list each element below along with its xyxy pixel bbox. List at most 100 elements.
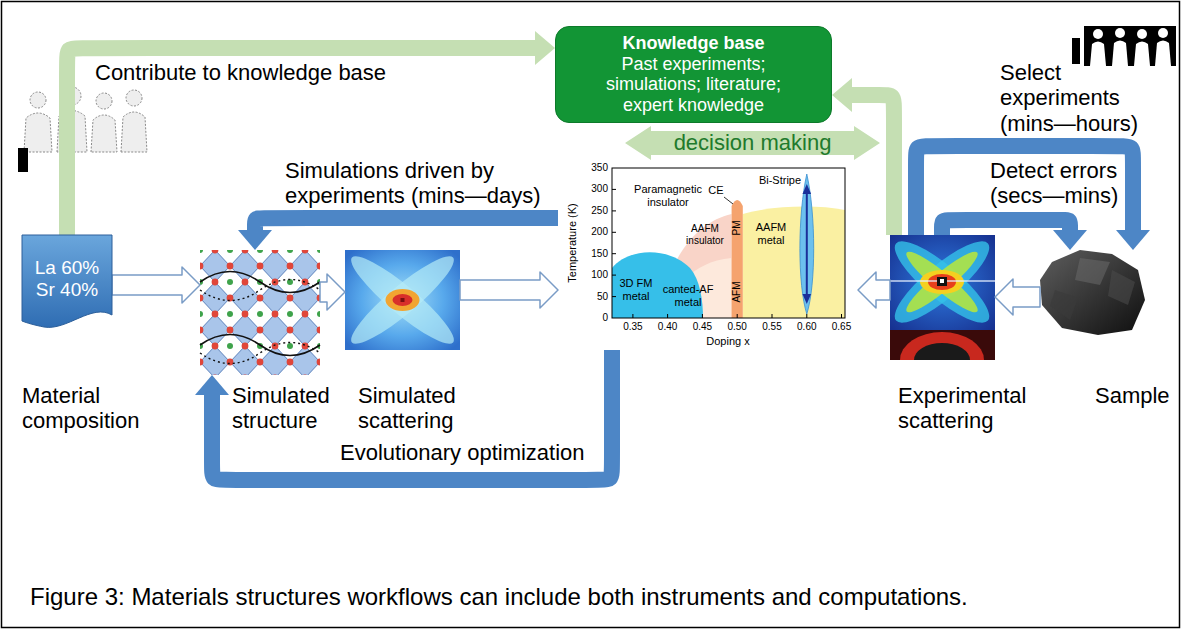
measured-pattern [890, 235, 995, 330]
crystal-structure [200, 280, 320, 301]
measured-pattern [900, 332, 984, 360]
crystal-structure [200, 250, 320, 375]
arrow-label: decision making [674, 130, 832, 155]
feedback-arrow [942, 220, 1070, 235]
axis-tick: 0.50 [727, 321, 746, 333]
flow-arrow [112, 267, 200, 303]
measured-pattern [901, 246, 983, 319]
region-label: Paramagnetic insulator [631, 183, 705, 208]
phase-chart [612, 232, 616, 233]
measured-pattern [914, 343, 970, 360]
knowledge-box: Knowledge basePast experiments; simulati… [555, 26, 832, 123]
feedback-arrow [916, 146, 1133, 235]
people-sketch [91, 115, 117, 152]
crystal-structure [200, 335, 320, 356]
arrow-label: Detect errors (secs—mins) [990, 158, 1130, 209]
flow-arrow [460, 272, 558, 308]
measured-pattern [940, 279, 944, 283]
sample-rock [1050, 290, 1078, 320]
axis-tick: 0.65 [832, 321, 851, 333]
measured-pattern [928, 274, 956, 290]
phase-chart [612, 253, 616, 254]
phase-chart [841, 314, 842, 318]
flow-arrow [460, 272, 558, 308]
region-label: AAFM metal [750, 221, 792, 246]
axis-tick: 200 [591, 227, 608, 239]
region-label: PM [731, 221, 743, 236]
phase-chart [612, 275, 616, 276]
decision-arrow [625, 126, 880, 160]
people-sketch [24, 87, 147, 152]
axis-tick: 100 [591, 269, 608, 281]
measured-pattern [937, 277, 947, 286]
region-label: 3D FM metal [616, 277, 656, 302]
axis-tick: 0.60 [797, 321, 816, 333]
measured-pattern [890, 235, 995, 330]
phase-chart [702, 314, 703, 318]
axis-tick: 350 [591, 162, 608, 174]
feedback-arrow-head [238, 230, 272, 250]
phase-chart [612, 189, 842, 318]
box-heading: Knowledge base [622, 33, 764, 54]
contribute-arrow-head [535, 31, 555, 65]
document-shape [22, 235, 112, 327]
region-label: AFM [731, 281, 743, 302]
phase-chart [732, 200, 743, 318]
phase-diagram: Paramagnetic insulatorCEBi-StripePMAAFM … [558, 160, 858, 350]
flow-arrow [995, 279, 1040, 315]
people-silhouette [1137, 29, 1147, 39]
experiment-image: Experimental scattering [890, 235, 995, 360]
flow-arrow [995, 279, 1040, 315]
flow-arrow [858, 272, 890, 308]
box-body: Past experiments; simulations; literatur… [589, 54, 799, 116]
axis-title: Doping x [706, 335, 749, 348]
phase-chart [743, 207, 845, 318]
people-sketch [96, 93, 112, 109]
structure-image: Simulated structure [200, 250, 320, 375]
feedback-arrow [238, 218, 558, 250]
region-label: CE [708, 184, 723, 197]
feedback-arrow-head [1116, 230, 1150, 250]
axis-tick: 300 [591, 184, 608, 196]
phase-chart [612, 168, 845, 318]
simulated-pattern [345, 250, 460, 350]
phase-chart [612, 189, 616, 190]
sample-rock [1075, 258, 1110, 285]
arrow-label: Simulations driven by experiments (mins—… [285, 158, 575, 209]
contribute-arrow-head [832, 78, 852, 112]
axis-tick: 250 [591, 205, 608, 217]
figure-caption: Figure 3: Materials structures workflows… [30, 583, 968, 611]
people-sketch [30, 92, 46, 108]
axis-tick: 0.45 [693, 321, 712, 333]
sample-rock [1040, 250, 1145, 335]
axis-tick: 150 [591, 248, 608, 260]
simulated-pattern [345, 250, 460, 350]
phase-chart [803, 184, 812, 194]
simulated-pattern [386, 289, 420, 311]
phase-chart [772, 314, 773, 318]
flow-arrow [320, 274, 345, 310]
phase-chart [803, 294, 812, 304]
phase-chart [800, 174, 814, 314]
people-silhouette [1090, 42, 1106, 67]
phase-chart [806, 314, 807, 318]
axis-tick: 0 [602, 312, 608, 324]
phase-chart [667, 314, 668, 318]
arrow-label: Contribute to knowledge base [95, 60, 386, 85]
simulated-pattern [401, 298, 405, 302]
flow-arrow [858, 272, 890, 308]
feedback-arrow-head [195, 375, 229, 395]
feedback-arrow [212, 350, 612, 480]
people-sketch [126, 90, 142, 106]
phase-chart [806, 190, 808, 298]
measured-pattern [885, 230, 999, 360]
axis-tick: 0.40 [658, 321, 677, 333]
feedback-arrow [916, 146, 1150, 250]
people-silhouette [1158, 28, 1168, 38]
region-label: AAFM insulator [681, 223, 729, 246]
people-silhouette [1134, 42, 1150, 67]
simulated-pattern [393, 294, 413, 306]
crystal-structure [200, 250, 320, 375]
phase-chart [612, 296, 616, 297]
